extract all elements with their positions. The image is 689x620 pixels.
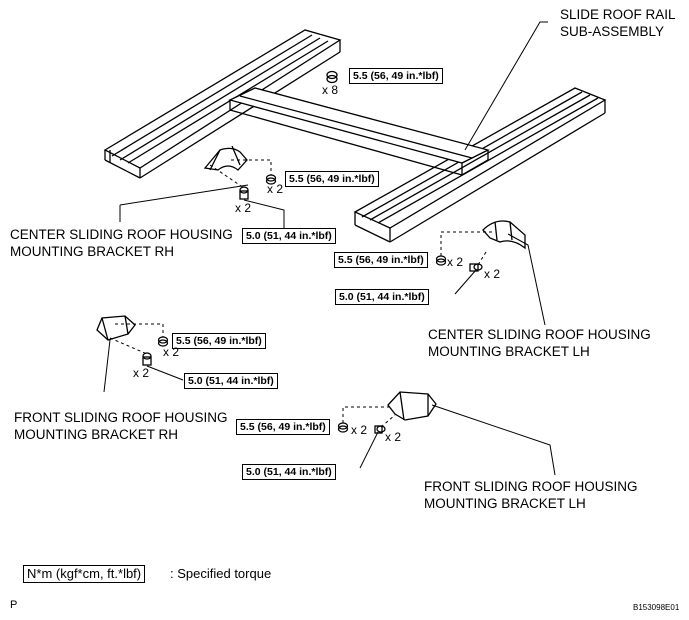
center-lh-label-line1: CENTER SLIDING ROOF HOUSING — [428, 327, 651, 342]
rail-cross-member — [228, 87, 490, 176]
torque-center-lh-bolt: 5.0 (51, 44 in.*lbf) — [335, 289, 429, 305]
torque-front-rh-nut: 5.5 (56, 49 in.*lbf) — [172, 333, 266, 349]
front-bracket-rh — [96, 315, 136, 341]
slide-roof-rail-left — [103, 29, 342, 179]
front-lh-bolt — [374, 425, 386, 434]
count-front-lh-nut: x 2 — [351, 423, 368, 437]
legend-torque-unit-box: N*m (kgf*cm, ft.*lbf) — [23, 565, 146, 583]
assembly-guides — [109, 159, 492, 428]
front-lh-nut — [337, 422, 349, 433]
front-rh-bolt — [142, 352, 152, 366]
front-lh-label-line2: MOUNTING BRACKET LH — [424, 496, 586, 511]
leader-lines — [103, 21, 556, 476]
count-center-rh-bolt: x 2 — [235, 201, 252, 215]
figure-id: B153098E01 — [633, 603, 680, 612]
legend-description: : Specified torque — [170, 566, 272, 581]
center-bracket-rh — [203, 145, 248, 171]
torque-rail-nut: 5.5 (56, 49 in.*lbf) — [349, 68, 443, 84]
center-lh-label-line2: MOUNTING BRACKET LH — [428, 344, 590, 359]
rail-label-line1: SLIDE ROOF RAIL — [560, 7, 676, 22]
count-front-rh-bolt: x 2 — [133, 366, 150, 380]
torque-center-lh-nut: 5.5 (56, 49 in.*lbf) — [334, 252, 428, 268]
count-rail-nut: x 8 — [322, 83, 339, 97]
front-rh-label-line1: FRONT SLIDING ROOF HOUSING — [14, 410, 228, 425]
torque-front-lh-bolt: 5.0 (51, 44 in.*lbf) — [242, 464, 336, 480]
torque-center-rh-bolt: 5.0 (51, 44 in.*lbf) — [242, 228, 336, 244]
front-rh-label-line2: MOUNTING BRACKET RH — [14, 427, 179, 442]
torque-front-lh-nut: 5.5 (56, 49 in.*lbf) — [236, 419, 330, 435]
center-rh-label-line1: CENTER SLIDING ROOF HOUSING — [10, 227, 233, 242]
rail-label-line2: SUB-ASSEMBLY — [560, 24, 665, 39]
center-rh-bolt — [239, 186, 249, 200]
page-mark: P — [10, 599, 18, 611]
front-bracket-lh — [387, 391, 437, 421]
front-lh-label-line1: FRONT SLIDING ROOF HOUSING — [424, 479, 638, 494]
center-lh-bolt — [469, 263, 483, 272]
torque-front-rh-bolt: 5.0 (51, 44 in.*lbf) — [184, 373, 278, 389]
center-lh-nut — [435, 255, 447, 266]
center-bracket-lh — [482, 220, 526, 250]
torque-center-rh-nut: 5.5 (56, 49 in.*lbf) — [285, 171, 379, 187]
count-front-lh-bolt: x 2 — [385, 430, 402, 444]
count-center-lh-nut: x 2 — [447, 255, 464, 269]
rail-nut — [326, 70, 338, 84]
count-front-rh-nut: x 2 — [163, 345, 180, 359]
center-rh-label-line2: MOUNTING BRACKET RH — [10, 244, 175, 259]
count-center-rh-nut: x 2 — [267, 182, 284, 196]
count-center-lh-bolt: x 2 — [484, 267, 501, 281]
